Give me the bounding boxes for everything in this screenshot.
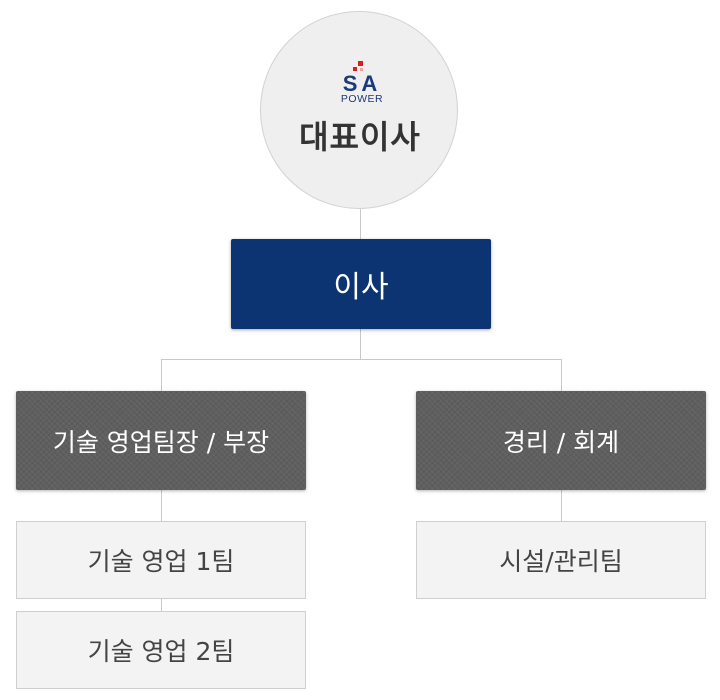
connector-right-dept	[561, 359, 562, 391]
logo-letters: SA	[343, 71, 382, 96]
dept-title: 기술 영업팀장 / 부장	[52, 427, 270, 457]
team-node-facilities: 시설/관리팀	[416, 521, 706, 599]
logo-subtext: POWER	[341, 93, 383, 103]
team-title: 기술 영업 2팀	[87, 637, 235, 666]
company-logo: SA POWER	[341, 61, 383, 103]
connector-left-team1	[161, 490, 162, 521]
dept-node-sales: 기술 영업팀장 / 부장	[16, 391, 306, 490]
team-node-sales-2: 기술 영업 2팀	[16, 611, 306, 689]
team-title: 시설/관리팀	[499, 547, 623, 576]
connector-horizontal	[161, 359, 562, 360]
dept-title: 경리 / 회계	[502, 427, 620, 457]
ceo-title: 대표이사	[299, 118, 421, 156]
ceo-node	[260, 11, 458, 209]
connector-left-team2	[161, 599, 162, 611]
logo-sparkle-icon	[353, 61, 363, 71]
connector-right-team1	[561, 490, 562, 521]
director-title: 이사	[333, 270, 389, 305]
connector-ceo-director	[360, 209, 361, 239]
connector-left-dept	[161, 359, 162, 391]
director-node: 이사	[231, 239, 491, 329]
connector-director-down	[360, 329, 361, 359]
dept-node-accounting: 경리 / 회계	[416, 391, 706, 490]
team-title: 기술 영업 1팀	[87, 547, 235, 576]
team-node-sales-1: 기술 영업 1팀	[16, 521, 306, 599]
